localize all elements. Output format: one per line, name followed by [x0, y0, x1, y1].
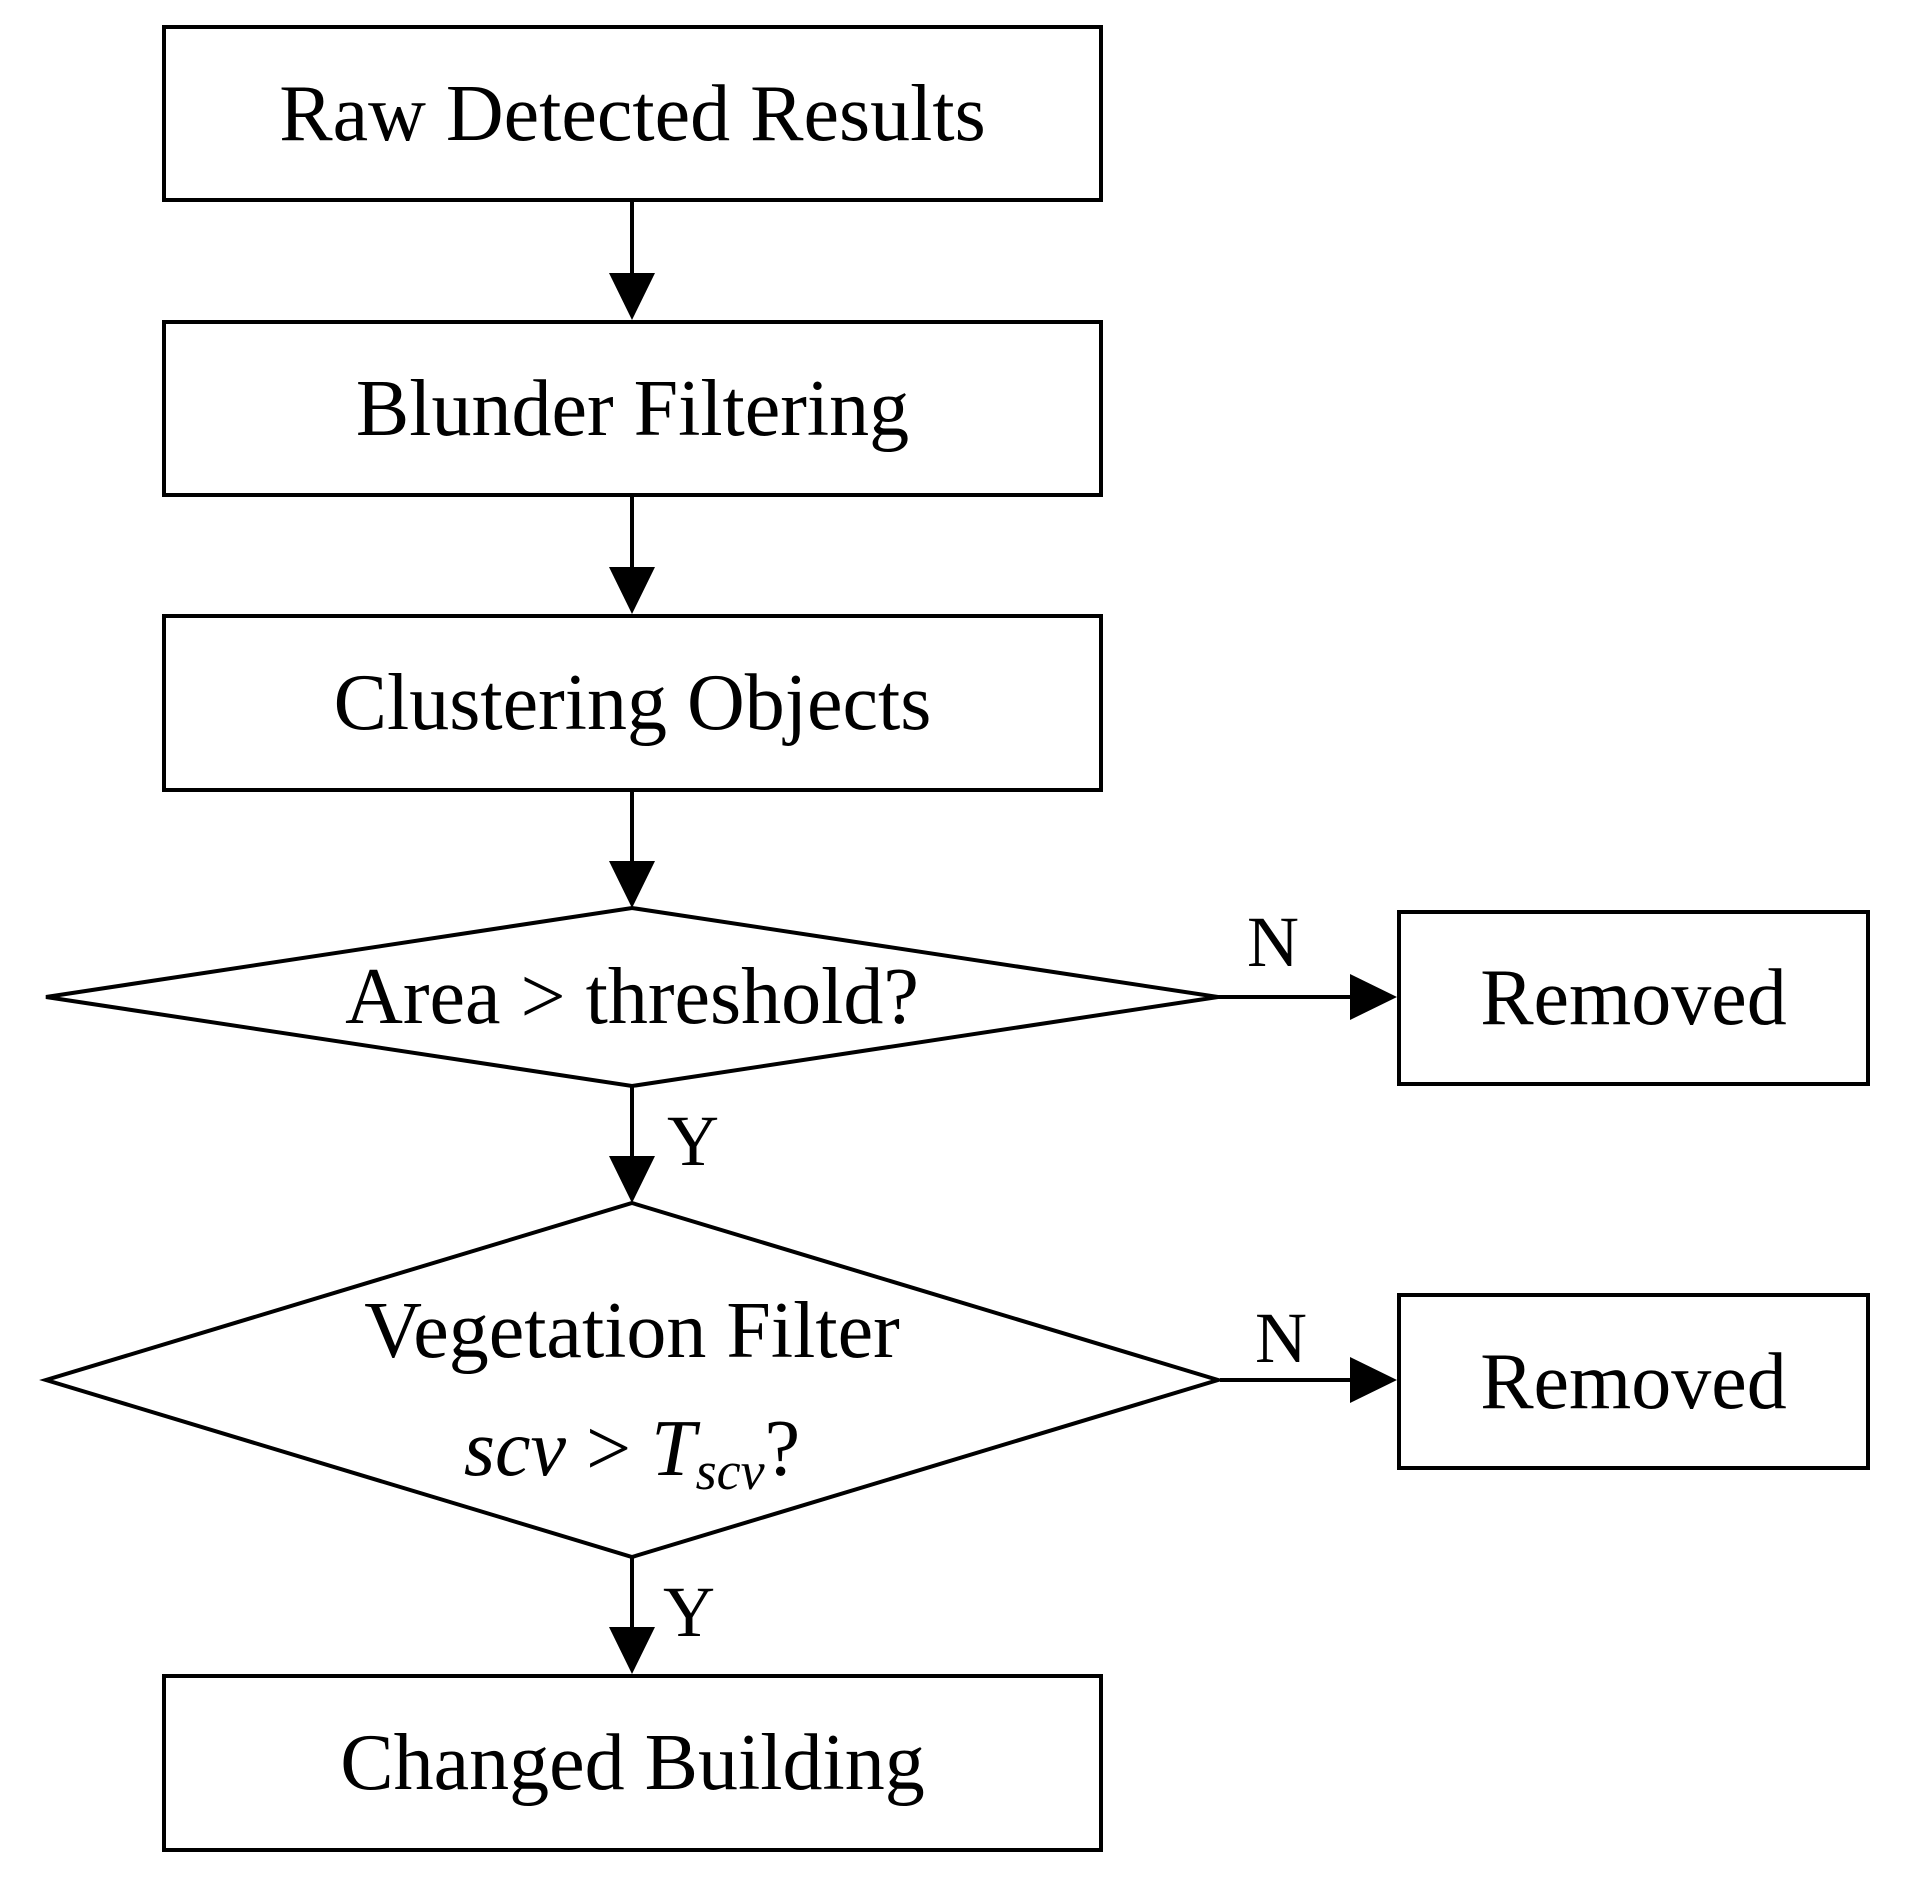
edge-label-area-yes: Y	[667, 1101, 719, 1181]
arrow-area-no-head	[1350, 974, 1397, 1020]
edge-label-area-no: N	[1247, 902, 1299, 982]
node-clustering-objects-label: Clustering Objects	[333, 659, 932, 747]
node-removed-bottom: Removed	[1397, 1293, 1870, 1470]
edge-label-vegetation-yes: Y	[663, 1572, 715, 1652]
node-removed-top-label: Removed	[1480, 954, 1787, 1042]
arrow-blunder-to-clustering-head	[609, 567, 655, 614]
arrow-area-yes-head	[609, 1156, 655, 1203]
node-removed-top: Removed	[1397, 910, 1870, 1086]
node-blunder-filtering-label: Blunder Filtering	[355, 364, 910, 453]
area-decision-diamond	[45, 905, 1219, 1089]
node-raw-detected-results-label: Raw Detected Results	[279, 69, 986, 158]
arrow-raw-to-blunder-head	[609, 273, 655, 320]
node-raw-detected-results: Raw Detected Results	[162, 25, 1103, 202]
arrow-clustering-to-area-head	[609, 861, 655, 908]
node-clustering-objects: Clustering Objects	[162, 614, 1103, 792]
node-blunder-filtering: Blunder Filtering	[162, 320, 1103, 497]
node-changed-building-label: Changed Building	[340, 1719, 925, 1807]
edge-label-vegetation-no: N	[1255, 1298, 1307, 1378]
vegetation-decision-diamond	[39, 1200, 1225, 1560]
node-changed-building: Changed Building	[162, 1674, 1103, 1852]
arrow-vegetation-yes-head	[609, 1627, 655, 1674]
node-removed-bottom-label: Removed	[1480, 1337, 1787, 1426]
arrow-vegetation-no-head	[1350, 1357, 1397, 1403]
